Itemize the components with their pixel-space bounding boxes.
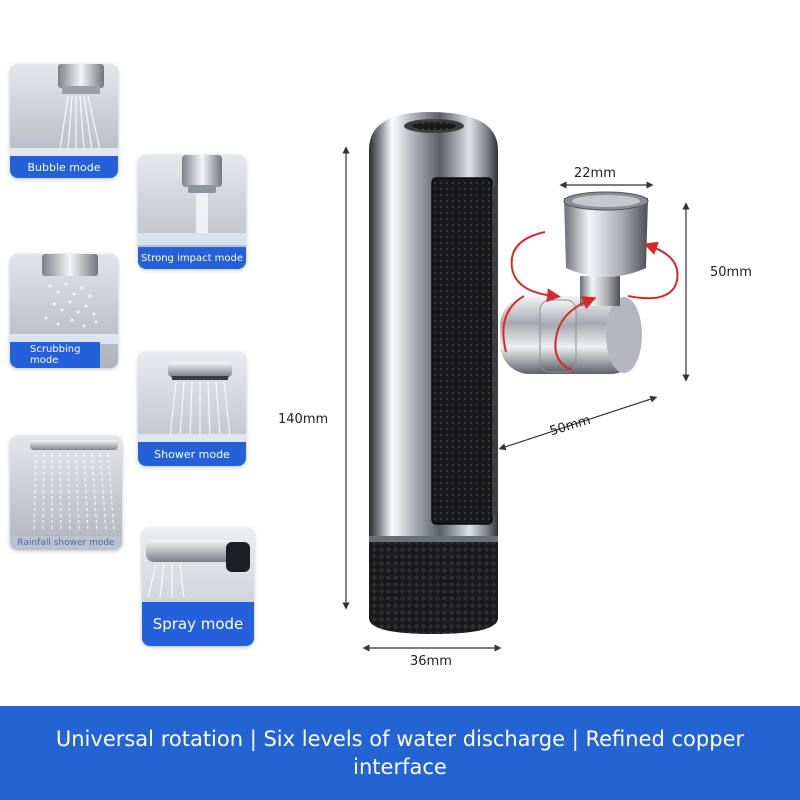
- faucet-body: [369, 112, 498, 634]
- dimension-outlet-diameter-label: 22mm: [574, 166, 616, 181]
- mode-card-shower: Shower mode: [138, 352, 246, 466]
- mode-card-spray: Spray mode: [142, 528, 254, 646]
- faucet-product-illustration: [342, 112, 690, 652]
- faucet-arm: [500, 191, 649, 374]
- dimension-bottom-width-label: 36mm: [410, 654, 452, 669]
- mode-label: Shower mode: [138, 442, 246, 466]
- mode-label: Scrubbing mode: [10, 342, 100, 368]
- mode-label: Spray mode: [142, 602, 254, 646]
- mode-label: Strong impact mode: [138, 247, 246, 269]
- mode-card-scrubbing: Scrubbing mode: [10, 254, 118, 368]
- rainfall-shower-mode-image: [10, 436, 122, 550]
- feature-banner-text: Universal rotation | Six levels of water…: [55, 727, 745, 779]
- dimension-arrow-icon: [342, 146, 690, 652]
- mode-card-strong-impact: Strong impact mode: [138, 155, 246, 269]
- mode-label: Rainfall shower mode: [10, 536, 122, 550]
- feature-banner: Universal rotation | Six levels of water…: [0, 706, 800, 800]
- rotation-arrow-icon: [502, 231, 679, 371]
- mode-label: Bubble mode: [10, 156, 118, 178]
- mode-card-bubble: Bubble mode: [10, 64, 118, 178]
- mode-card-rainfall-shower: Rainfall shower mode: [10, 436, 122, 550]
- dimension-outlet-height-label: 50mm: [710, 265, 752, 280]
- dimension-height-label: 140mm: [278, 412, 329, 427]
